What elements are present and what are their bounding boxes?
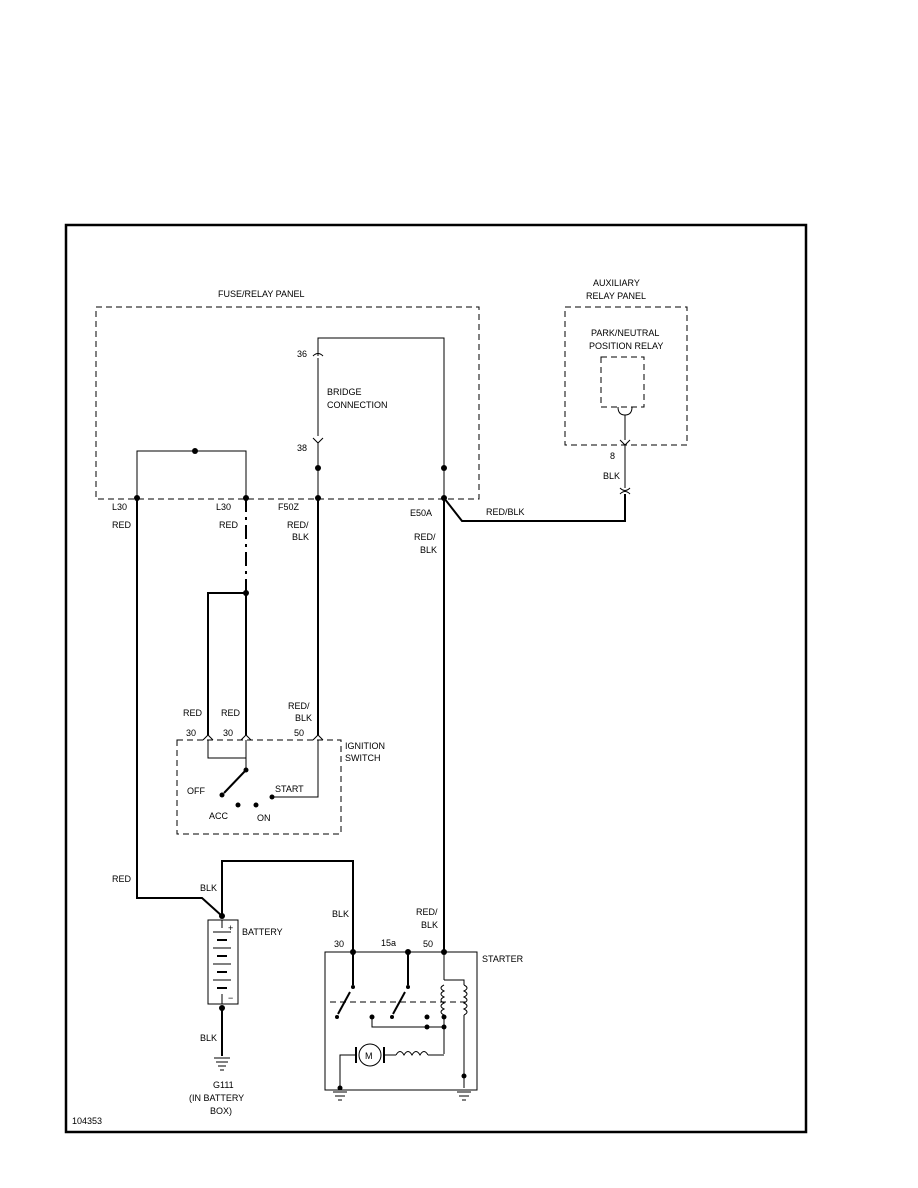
- battery-plus-sign: +: [228, 923, 233, 933]
- ground-note-label-2: BOX): [210, 1106, 232, 1116]
- terminal-sw-30b-label: 30: [223, 728, 233, 738]
- starter-motor: [358, 1043, 382, 1067]
- l30-bus: [136, 448, 247, 498]
- wire-e50a-label-2: BLK: [420, 545, 437, 555]
- bridge-connection: 36 38 BRIDGE CONNECTION: [297, 337, 447, 498]
- fuse-relay-panel-label: FUSE/RELAY PANEL: [218, 289, 305, 299]
- bridge-connection-label-1: BRIDGE: [327, 387, 362, 397]
- terminal-38-label: 38: [297, 443, 307, 453]
- wire-e50a-label-1: RED/: [414, 532, 436, 542]
- wire-blk-starter30-label: BLK: [332, 909, 349, 919]
- ignition-switch-label-1: IGNITION: [345, 741, 385, 751]
- terminal-f50z-label: F50Z: [278, 502, 300, 512]
- terminal-st50-label: 50: [423, 939, 433, 949]
- terminal-l30-right-label: L30: [216, 502, 231, 512]
- pn-relay-label-2: POSITION RELAY: [589, 341, 663, 351]
- starter: BLK RED/ BLK 30 15a 50 STARTER: [324, 907, 524, 1101]
- wire-f50z-label-2: BLK: [292, 532, 309, 542]
- aux-relay-panel-label-2: RELAY PANEL: [586, 291, 646, 301]
- starter-label: STARTER: [482, 954, 524, 964]
- terminal-l30-left-label: L30: [112, 502, 127, 512]
- ignition-switch-label-2: SWITCH: [345, 753, 381, 763]
- aux-relay-panel-label-1: AUXILIARY: [593, 278, 640, 288]
- ignition-start-label: START: [275, 784, 304, 794]
- ground-g111: G111 (IN BATTERY BOX): [189, 1057, 244, 1116]
- ignition-off-label: OFF: [187, 786, 205, 796]
- wire-red-blk-relay-label: RED/BLK: [486, 507, 525, 517]
- battery-label: BATTERY: [242, 927, 283, 937]
- wire-red-batt-label: RED: [112, 874, 132, 884]
- wire-red-l30-left-label: RED: [112, 520, 132, 530]
- terminal-st30-label: 30: [334, 939, 344, 949]
- wire-blk-relay-label: BLK: [603, 471, 620, 481]
- battery-minus-sign: −: [228, 993, 233, 1003]
- wire-blk-batt-top-label: BLK: [200, 883, 217, 893]
- park-neutral-relay-box: [600, 356, 645, 408]
- wire-sw-red-b-label: RED: [221, 708, 241, 718]
- wire-st50-label-2: BLK: [421, 920, 438, 930]
- wire-red-l30-right-label: RED: [219, 520, 239, 530]
- ignition-switch: IGNITION SWITCH RED RED RED/ BLK 30 30 5…: [176, 701, 385, 835]
- ground-id-label: G111: [213, 1080, 234, 1090]
- terminal-sw-50-label: 50: [294, 728, 304, 738]
- wire-sw-redblk-label-2: BLK: [295, 713, 312, 723]
- wire-st50-label-1: RED/: [416, 907, 438, 917]
- terminal-36-label: 36: [297, 349, 307, 359]
- wire-f50z-label-1: RED/: [287, 520, 309, 530]
- ignition-acc-label: ACC: [209, 811, 229, 821]
- starter-motor-label: M: [365, 1051, 373, 1061]
- terminal-sw-30a-label: 30: [186, 728, 196, 738]
- wire-sw-redblk-label-1: RED/: [288, 701, 310, 711]
- terminal-st15a-label: 15a: [381, 938, 396, 948]
- fuse-relay-panel: FUSE/RELAY PANEL: [95, 289, 480, 500]
- battery: RED BLK + − BATTERY BLK: [112, 860, 354, 1056]
- diagram-frame: [64, 223, 808, 1134]
- wire-red-l30-to-battery: [136, 498, 223, 917]
- pn-relay-label-1: PARK/NEUTRAL: [591, 328, 659, 338]
- aux-relay-panel: AUXILIARY RELAY PANEL PARK/NEUTRAL POSIT…: [443, 278, 688, 522]
- figure-number: 104353: [72, 1116, 102, 1126]
- terminal-8-label: 8: [610, 451, 615, 461]
- bridge-connection-label-2: CONNECTION: [327, 400, 388, 410]
- wire-blk-ground-label: BLK: [200, 1033, 217, 1043]
- wire-sw-red-a-label: RED: [183, 708, 203, 718]
- ground-note-label-1: (IN BATTERY: [189, 1093, 244, 1103]
- terminal-e50a-label: E50A: [410, 508, 432, 518]
- ignition-on-label: ON: [257, 813, 271, 823]
